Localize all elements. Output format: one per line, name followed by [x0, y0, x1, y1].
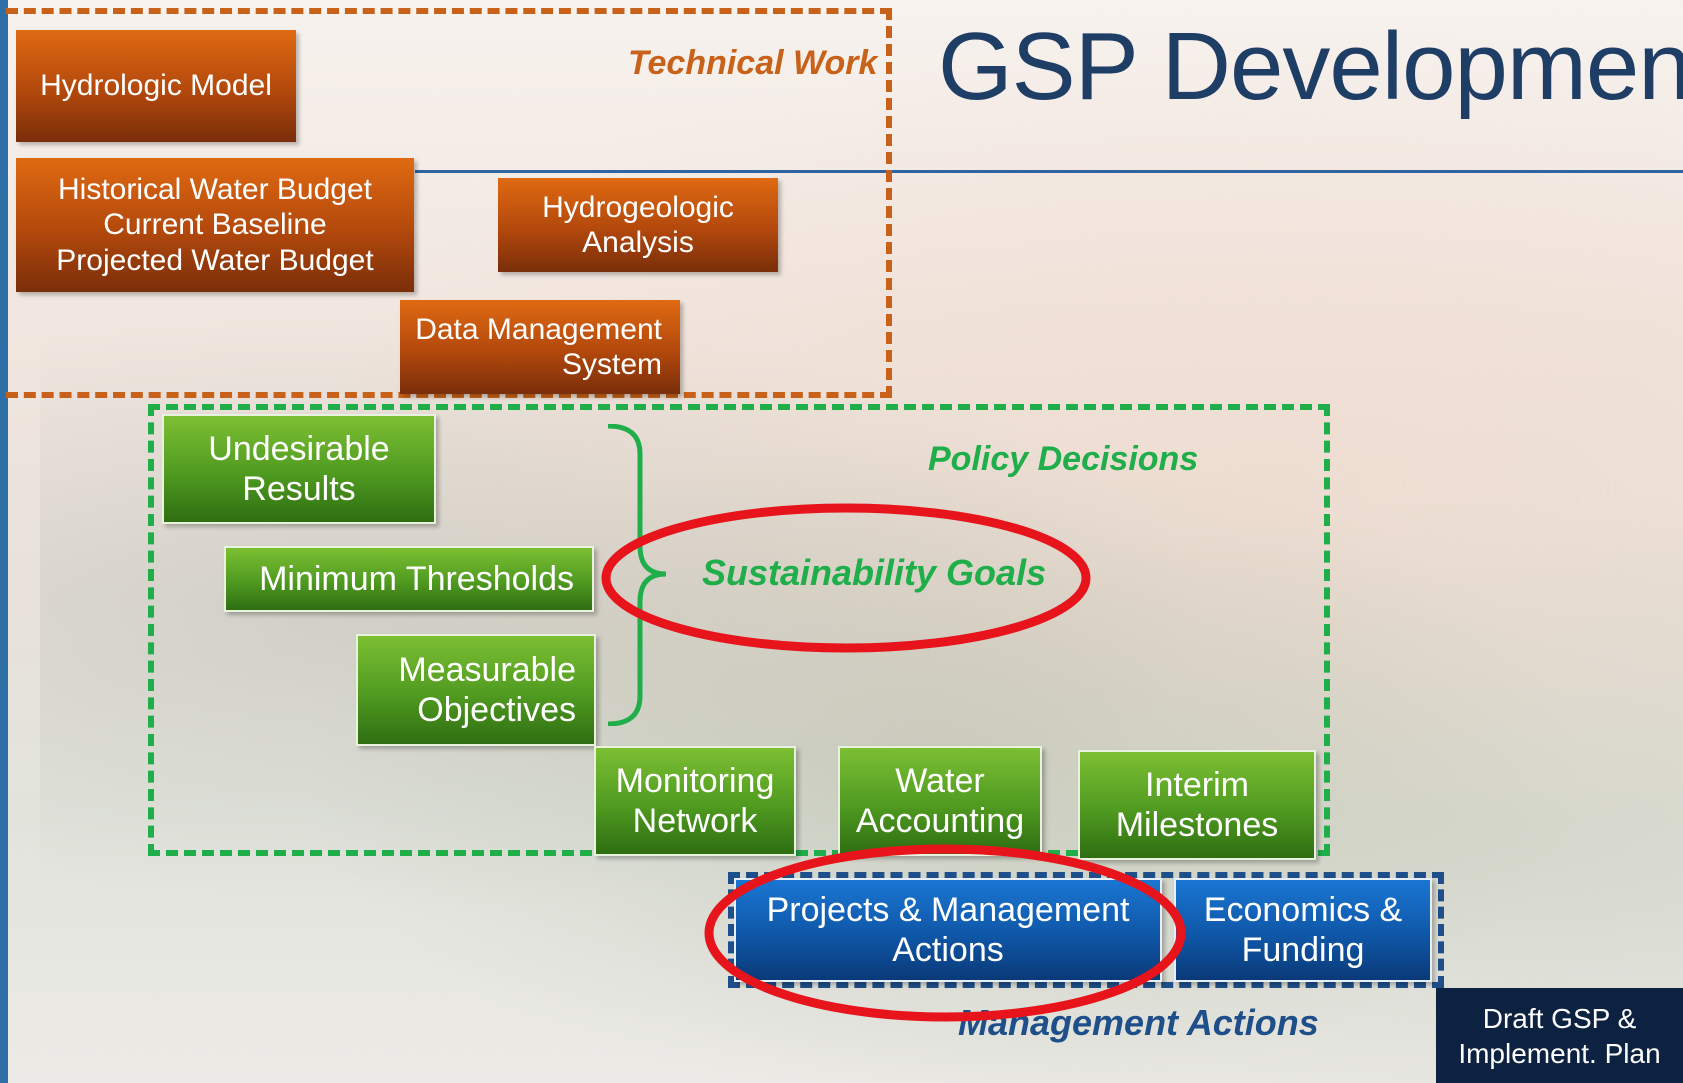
draft-gsp-box: Draft GSP & Implement. Plan [1436, 988, 1683, 1083]
technical-work-zone [6, 8, 892, 398]
undesirable-results-box: Undesirable Results [162, 414, 436, 524]
minimum-thresholds-box: Minimum Thresholds [224, 546, 594, 612]
left-accent-bar [0, 0, 8, 1083]
measurable-objectives-box: Measurable Objectives [356, 634, 596, 746]
interim-milestones-box: Interim Milestones [1078, 750, 1316, 860]
economics-funding-box: Economics & Funding [1174, 878, 1432, 982]
page-title: GSP Development [938, 13, 1683, 120]
projects-highlight-ellipse [704, 844, 1186, 1022]
monitoring-network-box: Monitoring Network [594, 746, 796, 856]
sustainability-brace [607, 424, 666, 726]
data-management-box: Data Management System [400, 300, 680, 394]
water-accounting-box: Water Accounting [838, 746, 1042, 856]
policy-decisions-label: Policy Decisions [928, 440, 1199, 478]
sustainability-goals-label: Sustainability Goals [702, 552, 1047, 593]
title-rule [415, 170, 1683, 173]
projects-management-actions-box: Projects & Management Actions [734, 878, 1162, 982]
hydrogeologic-analysis-box: Hydrogeologic Analysis [498, 178, 778, 272]
sustainability-highlight-ellipse [601, 503, 1091, 653]
technical-work-label: Technical Work [628, 44, 878, 82]
hydrologic-model-box: Hydrologic Model [16, 30, 296, 142]
water-budget-box: Historical Water Budget Current Baseline… [16, 158, 414, 292]
management-actions-zone [728, 872, 1444, 988]
